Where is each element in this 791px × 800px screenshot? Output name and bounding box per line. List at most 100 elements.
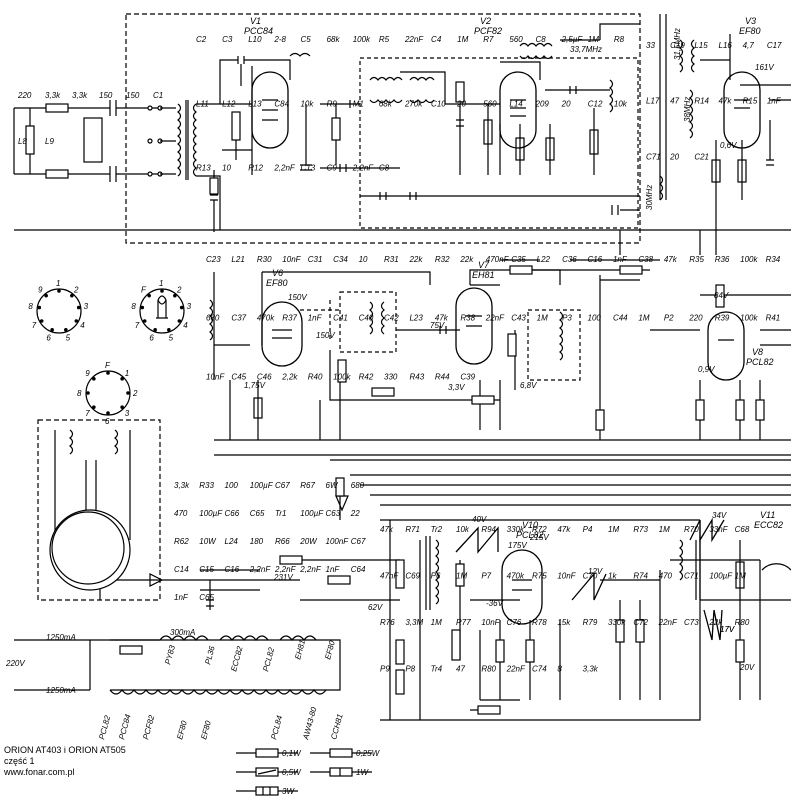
waveform-amplitude: 12V xyxy=(588,567,603,576)
power-component-label: R67 xyxy=(300,481,315,490)
socket-pin-label: 1 xyxy=(125,369,129,378)
socket-pin xyxy=(57,289,61,293)
video-component-label: 10 xyxy=(359,255,368,264)
frequency-label: 30MHz xyxy=(645,185,654,210)
socket-pin-label: 8 xyxy=(77,389,82,398)
wiring xyxy=(13,13,791,721)
deflection-component-label: P9 xyxy=(380,665,390,674)
antenna-component-label: L8 xyxy=(18,137,27,146)
caption: ORION AT403 i ORION AT505 część 1 www.fo… xyxy=(4,745,126,778)
video-component-label: R32 xyxy=(435,255,450,264)
deflection-component-label: 47k xyxy=(557,525,571,534)
socket-pin-label: 6 xyxy=(46,333,51,342)
deflection-component-label: P6 xyxy=(431,572,441,581)
power-component-label: 3,3k xyxy=(174,481,190,490)
deflection-component-label: R73 xyxy=(633,525,648,534)
deflection-component-label: C74 xyxy=(532,665,547,674)
video-component-label: C45 xyxy=(231,372,246,381)
tuner-component-label: C8 xyxy=(379,164,390,173)
video-component-label: 22k xyxy=(408,255,423,264)
video-component-label: 22k xyxy=(459,255,474,264)
video-component-label: 10nF xyxy=(206,372,225,381)
deflection-component-label: Tr4 xyxy=(431,665,443,674)
tuner-component-label: R9 xyxy=(327,99,338,108)
video-component-label: C23 xyxy=(206,255,221,264)
socket-pin-label: 2 xyxy=(132,389,138,398)
socket-pin-label: 6 xyxy=(149,333,154,342)
deflection-component-label: P4 xyxy=(583,525,593,534)
video-component-label: R36 xyxy=(715,255,730,264)
filament-tube-label: PCL82 xyxy=(97,714,112,740)
video-component-label: 220 xyxy=(688,314,703,323)
power-component-label: R66 xyxy=(275,537,290,546)
socket-pin xyxy=(167,327,171,332)
power-component-label: 1nF xyxy=(326,565,341,574)
voltage-label: 6,8V xyxy=(520,381,537,390)
voltage-label: -36V xyxy=(486,599,504,608)
video-component-label: R40 xyxy=(308,372,323,381)
tuner-component-label: L10 xyxy=(248,35,262,44)
voltage-label: 84V xyxy=(714,291,729,300)
tube-id-v11: V11 xyxy=(760,510,775,520)
tuner-component-label: 2,2nF xyxy=(352,164,375,173)
filament-tube-label: CCH81 xyxy=(329,713,344,741)
video-component-label: C41 xyxy=(333,314,348,323)
if-component-label: C21 xyxy=(694,152,709,161)
frequency-label: 38MHz xyxy=(683,97,692,122)
video-component-label: R43 xyxy=(409,372,424,381)
deflection-component-label: R79 xyxy=(583,618,598,627)
video-component-label: 10nF xyxy=(282,255,301,264)
video-component-label: C34 xyxy=(333,255,348,264)
socket-pin xyxy=(120,377,124,381)
filament-tube-label: EH81 xyxy=(293,639,307,661)
tuner-component-label: C5 xyxy=(300,35,311,44)
socket-noval-right xyxy=(139,288,185,334)
filament-tube-label: EF80 xyxy=(323,639,337,660)
resistor-3w-symbol xyxy=(255,786,279,796)
fuse-label: 1250mA xyxy=(46,633,76,642)
deflection-component-label: 10nF xyxy=(557,572,576,581)
video-component-label: C38 xyxy=(638,255,653,264)
socket-pin-label: 8 xyxy=(28,302,33,311)
v6-envelope xyxy=(261,301,303,367)
filament-tube-label: PCL84 xyxy=(269,714,284,740)
deflection-component-label: R71 xyxy=(405,525,420,534)
video-component-label: R30 xyxy=(257,255,272,264)
caption-website: www.fonar.com.pl xyxy=(4,767,75,777)
tuner-component-label: R5 xyxy=(379,35,390,44)
deflection-component-label: P8 xyxy=(405,665,415,674)
video-component-label: 1nF xyxy=(308,314,323,323)
socket-pin xyxy=(106,411,110,415)
deflection-component-label: 470 xyxy=(659,572,673,581)
resistor-legend-symbols xyxy=(236,748,372,796)
tuner-component-label: R12 xyxy=(248,164,263,173)
deflection-component-label: 47nF xyxy=(380,572,399,581)
fuse-label: 1250mA xyxy=(46,686,76,695)
tuner-component-label: 2-8 xyxy=(273,35,286,44)
v1-envelope xyxy=(251,71,289,149)
deflection-component-label: 100µF xyxy=(709,572,733,581)
deflection-component-label: R77 xyxy=(456,618,471,627)
deflection-component-label: 15k xyxy=(557,618,571,627)
socket-pin-label: F xyxy=(105,361,111,370)
video-component-label: 100k xyxy=(333,372,351,381)
tube-id-v10: V10 xyxy=(522,520,538,530)
power-component-label: C64 xyxy=(351,565,366,574)
tube-socket-diagrams xyxy=(36,288,185,585)
power-component-label: 180 xyxy=(250,537,264,546)
resistor-0.1w-label: 0,1W xyxy=(282,749,302,758)
tuner-component-label: C13 xyxy=(300,164,315,173)
tube-type-v7: EH81 xyxy=(472,270,495,280)
tuner-component-label: 10 xyxy=(222,164,231,173)
if-component-label: L17 xyxy=(646,97,660,106)
deflection-component-label: 10k xyxy=(456,525,470,534)
antenna-component-label: 3,3k xyxy=(72,91,88,100)
video-component-label: C40 xyxy=(359,314,374,323)
tube-id-v7: V7 xyxy=(478,260,490,270)
tuner-component-label: C84 xyxy=(274,99,289,108)
deflection-component-label: R76 xyxy=(380,618,395,627)
power-component-label: 20W xyxy=(299,537,318,546)
deflection-component-label: 1M xyxy=(735,572,746,581)
